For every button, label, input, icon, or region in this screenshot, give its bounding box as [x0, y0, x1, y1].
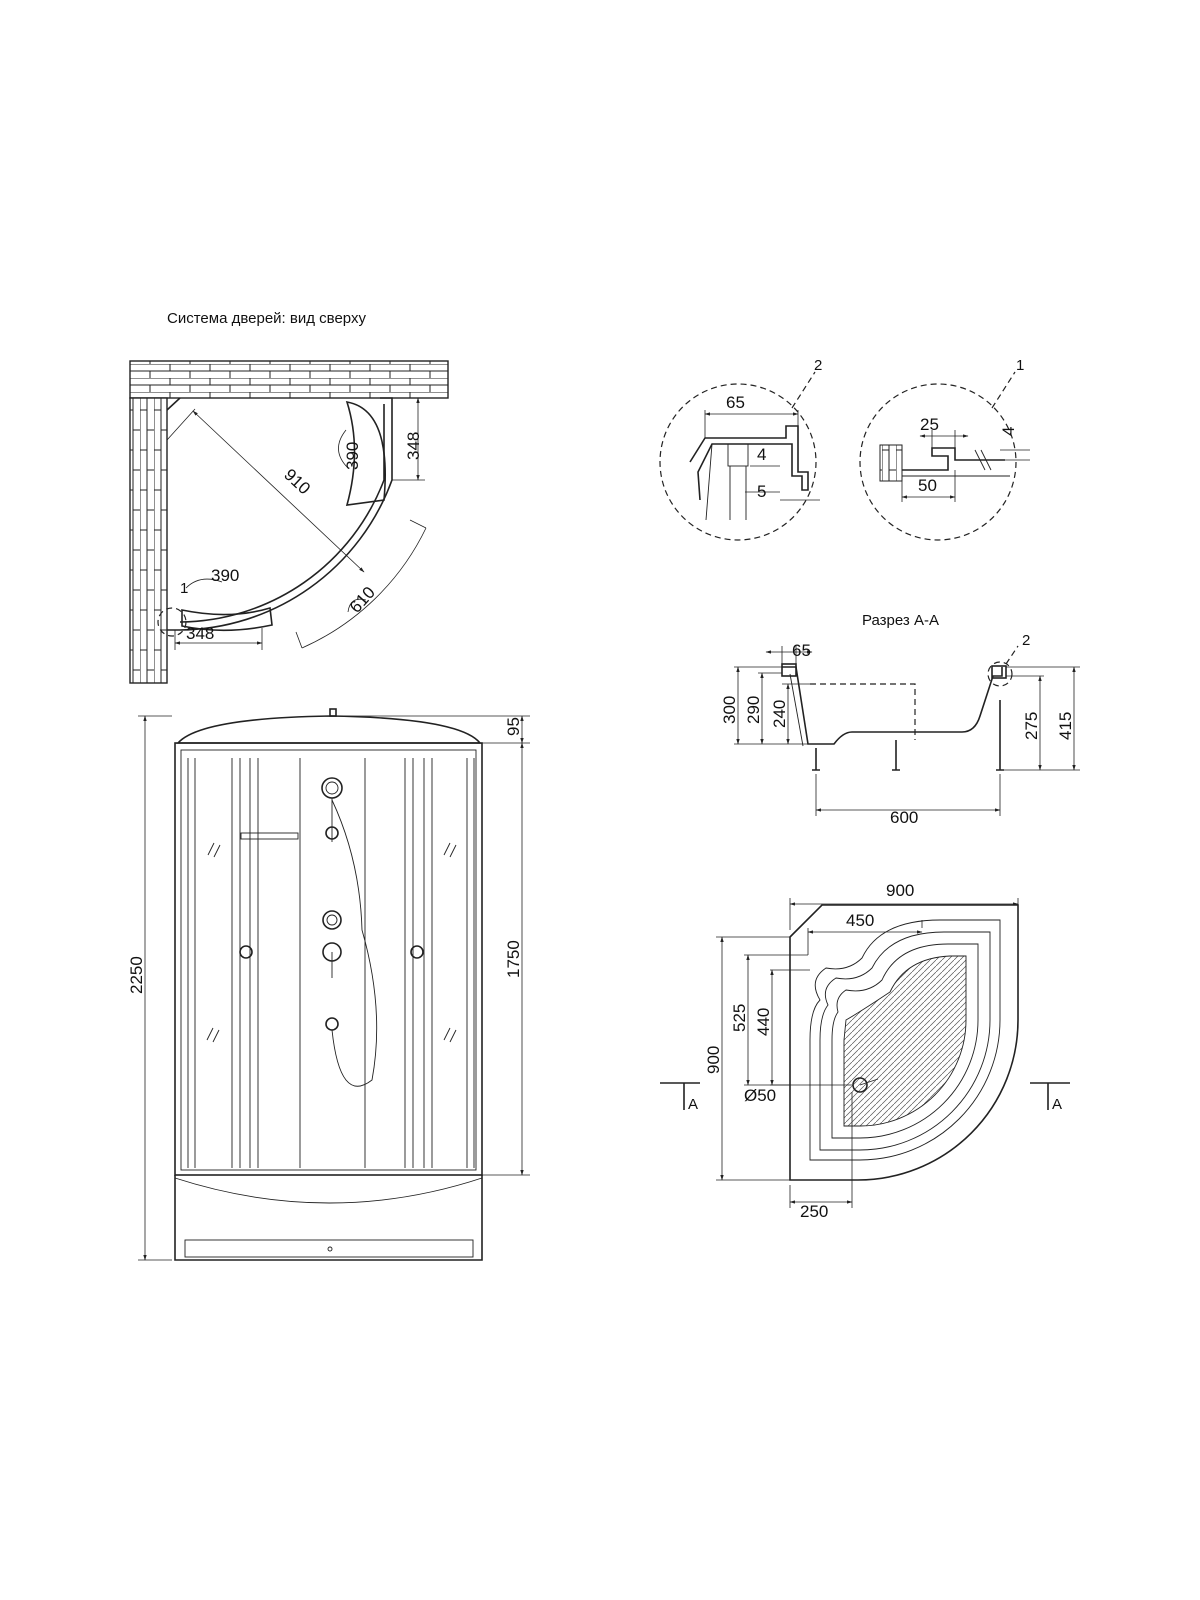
dim-610: 610	[346, 583, 379, 617]
tray-outline	[789, 904, 1019, 1181]
detail-1-dim-50: 50	[918, 476, 937, 495]
section-aa-panel: Разрез А-А 65 300 290 240 275 415 600 2	[720, 612, 1080, 827]
detail-2-panel: 65 4 5 2	[659, 357, 822, 541]
callout-1-label: 1	[180, 580, 188, 597]
tray-antislip-area	[843, 955, 967, 1127]
shower-hose	[331, 799, 378, 1087]
callout-2-marker	[987, 661, 1013, 687]
wall-brick	[129, 360, 449, 684]
dim-348-right: 348	[404, 432, 423, 460]
section-dim-300: 300	[720, 696, 739, 724]
tray-front	[174, 1175, 483, 1261]
section-mark-left	[660, 1082, 700, 1110]
front-view-panel: 2250 1750 95	[127, 708, 530, 1261]
drain-hole	[852, 1077, 868, 1093]
section-title: Разрез А-А	[862, 612, 939, 629]
arc-610	[347, 598, 367, 613]
hand-shower-holder	[325, 1017, 339, 1031]
tray-dim-450: 450	[846, 911, 874, 930]
tray-legs	[812, 700, 1004, 771]
section-mark-right-label: А	[1052, 1096, 1062, 1113]
tray-dim-525: 525	[730, 1004, 749, 1032]
callout-1-marker	[157, 607, 187, 637]
section-dim-600: 600	[890, 808, 918, 827]
section-dim-415: 415	[1056, 712, 1075, 740]
detail-1-dim-4: 4	[999, 427, 1018, 436]
detail-1-profile	[902, 447, 1005, 471]
dim-910: 910	[280, 465, 314, 498]
door-handle-right	[410, 945, 424, 959]
detail-1-circle	[859, 383, 1017, 541]
detail-1-panel: 25 50 4 1	[859, 357, 1030, 541]
detail-1-label: 1	[1016, 357, 1024, 374]
detail-1-dim-25: 25	[920, 415, 939, 434]
section-dim-290: 290	[744, 696, 763, 724]
dim-390-upper: 390	[343, 442, 362, 470]
tray-dim-phi50: Ø50	[744, 1086, 776, 1105]
overhead-shower	[321, 777, 343, 799]
section-dim-240: 240	[770, 700, 789, 728]
section-dim-65: 65	[792, 641, 811, 660]
detail-2-dim-5: 5	[757, 482, 766, 501]
dim-95: 95	[504, 717, 523, 736]
tray-dim-440: 440	[754, 1008, 773, 1036]
tray-top-view-panel: 900 450 900 525 440 Ø50 250 А А	[660, 881, 1070, 1221]
detail-2-dim-65: 65	[726, 393, 745, 412]
section-mark-right	[1030, 1082, 1070, 1110]
section-mark-left-label: А	[688, 1096, 698, 1113]
cabin-roof	[176, 715, 482, 744]
door-handle-left	[239, 945, 253, 959]
control-knob-top	[322, 910, 342, 930]
cabin-outline	[166, 397, 393, 632]
section-dim-275: 275	[1022, 712, 1041, 740]
dim-390-lower: 390	[211, 566, 239, 585]
tray-dim-900-top: 900	[886, 881, 914, 900]
dim-2250: 2250	[127, 956, 146, 994]
section-callout-2: 2	[1022, 632, 1030, 649]
tray-dim-250: 250	[800, 1202, 828, 1221]
tray-dim-900-left: 900	[704, 1046, 723, 1074]
dim-348-bottom: 348	[186, 624, 214, 643]
slide-holder	[325, 826, 339, 840]
top-view-title: Система дверей: вид сверху	[167, 310, 366, 327]
arc-390-lower	[185, 578, 223, 589]
detail-2-dim-4: 4	[757, 445, 766, 464]
dim-1750: 1750	[504, 940, 523, 978]
detail-2-profile	[689, 425, 809, 501]
arc-390-upper	[338, 429, 349, 469]
detail-2-label: 2	[814, 357, 822, 374]
shelf	[240, 832, 299, 840]
top-view-panel: Система дверей: вид сверху	[129, 310, 449, 684]
tray-section	[782, 666, 1003, 745]
detail-2-circle	[659, 383, 817, 541]
cabin-frame	[174, 742, 483, 1176]
